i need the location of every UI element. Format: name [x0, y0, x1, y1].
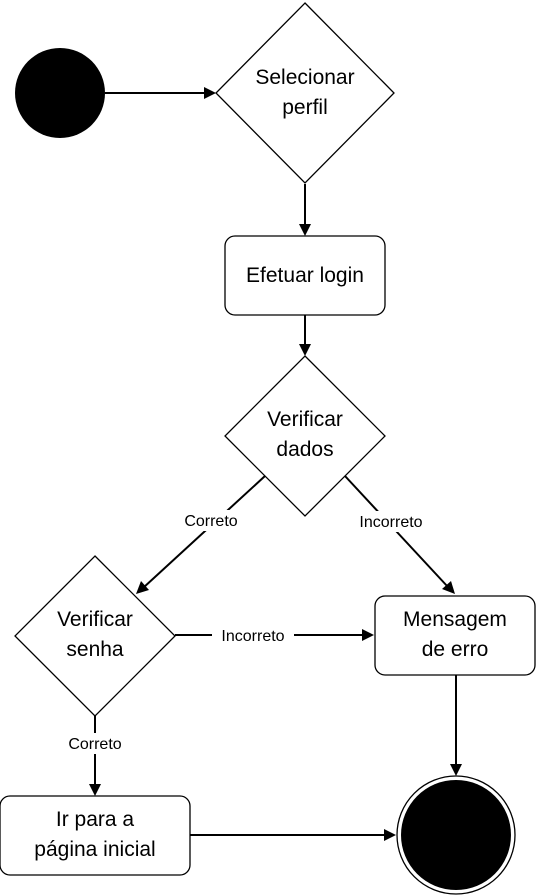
svg-text:Incorreto: Incorreto	[221, 628, 284, 645]
svg-text:Selecionar: Selecionar	[255, 66, 354, 89]
svg-text:Incorreto: Incorreto	[359, 514, 422, 531]
svg-text:página inicial: página inicial	[34, 838, 155, 861]
svg-text:dados: dados	[276, 438, 333, 461]
svg-text:Correto: Correto	[68, 736, 121, 753]
action-efetuar-login: Efetuar login	[224, 235, 386, 316]
svg-text:Verificar: Verificar	[57, 608, 133, 631]
edge-dados-to-mensagem	[344, 475, 455, 594]
edge-mensagem-to-end	[450, 675, 462, 776]
decision-verificar-senha: Verificar senha	[14, 555, 176, 717]
svg-text:Verificar: Verificar	[267, 408, 343, 431]
svg-text:senha: senha	[66, 638, 124, 661]
svg-text:perfil: perfil	[282, 96, 328, 119]
decision-verificar-dados: Verificar dados	[224, 355, 386, 517]
svg-text:Efetuar login: Efetuar login	[246, 264, 364, 287]
edge-label-dados-correto: Correto	[176, 510, 246, 531]
edge-dados-to-senha	[136, 475, 266, 594]
svg-text:Ir para a: Ir para a	[56, 808, 135, 831]
action-ir-para-pagina-inicial: Ir para a página inicial	[0, 795, 191, 876]
svg-text:Correto: Correto	[184, 513, 237, 530]
action-mensagem-de-erro: Mensagem de erro	[374, 595, 536, 676]
svg-text:Mensagem: Mensagem	[403, 608, 507, 631]
end-node	[396, 775, 516, 895]
edge-start-to-selecionar	[105, 87, 216, 99]
edge-label-senha-incorreto: Incorreto	[212, 625, 294, 646]
edge-selecionar-to-login	[299, 184, 311, 236]
decision-selecionar-perfil: Selecionar perfil	[215, 2, 395, 184]
edge-label-senha-correto: Correto	[58, 733, 132, 754]
start-node	[15, 48, 105, 138]
edge-pagina-inicial-to-end	[190, 829, 396, 841]
edge-login-to-verificar-dados	[299, 315, 311, 356]
edge-senha-to-pagina-inicial	[89, 715, 101, 796]
edge-label-dados-incorreto: Incorreto	[349, 511, 433, 532]
svg-text:de erro: de erro	[422, 638, 489, 661]
